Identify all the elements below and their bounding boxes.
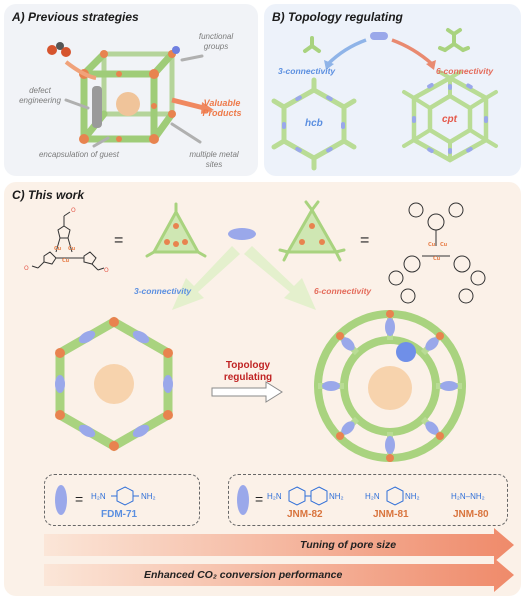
- equals-sign-left: =: [114, 232, 124, 249]
- fdm-71-linker-box: = H₂N NH₂ FDM-71: [44, 474, 200, 526]
- fdm-nh2: NH₂: [141, 492, 156, 501]
- defect-column: [92, 86, 102, 128]
- guest-sphere: [116, 92, 140, 116]
- panel-b-topology-regulating: B) Topology regulating: [264, 4, 521, 176]
- svg-text:Cu: Cu: [54, 246, 62, 252]
- arrow-to-cpt-framework: [244, 246, 316, 310]
- co2-molecule-icon: [47, 42, 71, 57]
- label-c-6-connectivity: 6-connectivity: [314, 286, 372, 296]
- label-cpt: cpt: [442, 114, 457, 125]
- arrow-to-hcb: [326, 38, 367, 66]
- label-6-connectivity: 6-connectivity: [436, 66, 494, 76]
- label-tuning-pore-size: Tuning of pore size: [300, 539, 397, 551]
- arrow-enhanced-co2: [44, 558, 514, 592]
- arrow-to-cpt: [391, 38, 434, 66]
- svg-text:Cu: Cu: [440, 242, 448, 248]
- label-jnm-81: JNM-81: [373, 509, 409, 520]
- jnm82-h2n: H₂N: [267, 492, 282, 501]
- label-valuable-products: Valuable Products: [202, 98, 242, 118]
- panel-a-title: A) Previous strategies: [12, 10, 139, 24]
- bottom-arrows: [44, 528, 514, 592]
- panel-b-title: B) Topology regulating: [272, 10, 403, 24]
- label-defect-engineering: defect engineering: [19, 86, 61, 105]
- label-3-connectivity: 3-connectivity: [278, 66, 336, 76]
- functional-group-bead: [172, 46, 180, 54]
- label-jnm-80: JNM-80: [453, 509, 489, 520]
- label-hcb: hcb: [305, 118, 323, 129]
- svg-text:O: O: [71, 207, 76, 214]
- fdm-h2n: H₂N: [91, 492, 106, 501]
- pore-sphere-small: [94, 364, 134, 404]
- label-c-3-connectivity: 3-connectivity: [134, 286, 192, 296]
- tritopic-node-icon: [303, 36, 321, 53]
- svg-text:Cu: Cu: [428, 242, 436, 248]
- jnm82-nh2: NH₂: [329, 492, 344, 501]
- hcb-net: [271, 77, 357, 171]
- input-arrow: [64, 60, 97, 80]
- jnm81-h2n: H₂N: [365, 492, 380, 501]
- fdm-linker-ellipse: [55, 485, 67, 515]
- label-multiple-metal-sites: multiple metal sites: [189, 150, 239, 169]
- arrow-to-hcb-framework: [172, 246, 240, 310]
- topology-arrow: [211, 381, 283, 403]
- label-topology-regulating: Topology regulating: [223, 360, 273, 383]
- equals-sign-right: =: [360, 232, 370, 249]
- arrow-tuning-pore-size: [44, 528, 514, 562]
- label-enhanced-co2: Enhanced CO₂ conversion performance: [144, 569, 343, 581]
- tritopic-green-node: [145, 200, 346, 310]
- product-arrow: [171, 97, 205, 111]
- svg-text:=: =: [75, 491, 83, 507]
- linker-icon: [370, 32, 388, 40]
- linker-ellipse: [228, 228, 256, 240]
- label-encapsulation: encapsulation of guest: [38, 150, 120, 159]
- svg-text:=: =: [255, 491, 263, 507]
- svg-text:Cu: Cu: [68, 246, 76, 252]
- cpt-framework-render: [211, 310, 466, 462]
- cpt-net: [402, 70, 498, 163]
- jnm80-formula: H₂N–NH₂: [451, 492, 485, 501]
- svg-text:Cu: Cu: [433, 256, 441, 262]
- jnm-linker-ellipse: [237, 485, 249, 515]
- svg-text:O: O: [104, 267, 109, 274]
- pore-sphere-blue: [396, 342, 416, 362]
- pore-sphere-large: [368, 366, 412, 410]
- panel-a-previous-strategies: A) Previous strategies: [4, 4, 258, 176]
- svg-text:O: O: [24, 265, 29, 272]
- panel-c-title: C) This work: [12, 188, 85, 202]
- hcb-framework-render: [55, 316, 173, 452]
- topology-diagram: [271, 28, 498, 171]
- jnm-linker-box: = H₂N NH₂ H₂N NH₂ H₂N–NH₂ JNM-82 JNM-81 …: [228, 474, 508, 526]
- label-jnm-82: JNM-82: [287, 509, 323, 520]
- label-functional-groups: functional groups: [198, 32, 234, 51]
- jnm81-nh2: NH₂: [405, 492, 420, 501]
- svg-text:Cu: Cu: [62, 258, 70, 264]
- label-fdm-71: FDM-71: [101, 509, 138, 520]
- mof-cube-illustration: [47, 42, 214, 148]
- hexatopic-node-icon: [438, 28, 470, 52]
